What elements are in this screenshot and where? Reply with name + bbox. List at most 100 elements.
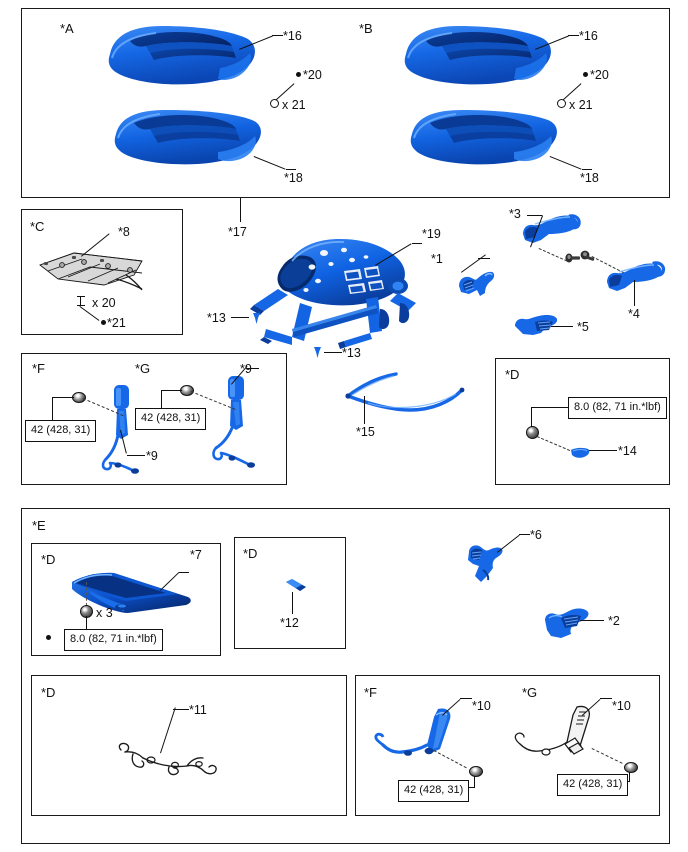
- callout-e-f10: *10: [472, 699, 491, 713]
- qty-a-21: x 21: [282, 98, 306, 112]
- seat-belt-anchor-g-10: [513, 704, 623, 770]
- clip-13-left: [252, 313, 261, 324]
- seat-belt-buckle-g-9: [212, 372, 258, 472]
- seat-cushion-pad-b-18: [404, 108, 564, 166]
- torque-spec-e-g10: 42 (428, 31): [557, 774, 629, 796]
- leader-5-h: [551, 326, 573, 328]
- callout-4: *4: [628, 307, 640, 321]
- panel-tag-e-d1: *D: [41, 552, 56, 567]
- leader-13-left: [231, 317, 249, 319]
- torque-spec-e-f10: 42 (428, 31): [398, 780, 470, 802]
- assembly-dash-3-4: [538, 248, 568, 262]
- panel-tag-c: *C: [30, 219, 45, 234]
- seat-cushion-cover-a-16: [100, 24, 260, 86]
- clip-glyph-c: [75, 296, 87, 306]
- bolt-3-4-left: [565, 252, 581, 264]
- recliner-handle-4: [605, 260, 667, 294]
- panel-tag-b: *B: [359, 21, 373, 36]
- panel-tag-a: *A: [60, 21, 74, 36]
- callout-b-20: *20: [590, 68, 609, 82]
- callout-a-18: *18: [284, 171, 303, 185]
- bolt-d-14: [526, 426, 539, 439]
- leader-17-v: [240, 198, 242, 222]
- panel-tag-e-d2: *D: [243, 546, 258, 561]
- callout-e-7: *7: [190, 548, 202, 562]
- qty-c-20: x 20: [92, 296, 116, 310]
- panel-tag-e-d3: *D: [41, 685, 56, 700]
- bracket-6: [465, 540, 505, 584]
- leader-b-18-h: [582, 169, 592, 171]
- callout-e-11: *11: [189, 703, 207, 717]
- screw-ring-a-21: [270, 99, 279, 108]
- seat-heater-mat-8: [38, 245, 150, 293]
- panel-tag-f-upper: *F: [32, 361, 45, 376]
- panel-tag-e: *E: [32, 518, 46, 533]
- callout-17: *17: [228, 225, 247, 239]
- qty-b-21: x 21: [569, 98, 593, 112]
- seat-adjuster-frame-19: [248, 233, 428, 351]
- callout-a-20: *20: [303, 68, 322, 82]
- torque-g-lead-v: [161, 390, 163, 411]
- panel-tag-g-upper: *G: [135, 361, 151, 376]
- leader-a-16-h: [272, 35, 283, 37]
- bracket-2: [543, 606, 591, 640]
- seat-wire-15: [344, 372, 468, 414]
- screw-ring-b-21: [557, 99, 566, 108]
- leader-4-v: [634, 280, 636, 306]
- callout-g-9: *9: [240, 362, 252, 376]
- bracket-5: [513, 312, 559, 338]
- bracket-1: [455, 268, 497, 300]
- torque-spec-g-9: 42 (428, 31): [135, 408, 207, 430]
- leader-1-h: [478, 258, 490, 260]
- callout-e-2: *2: [608, 614, 620, 628]
- panel-d-right: [495, 358, 670, 485]
- torque-spec-e-7: 8.0 (82, 71 in.*lbf): [64, 629, 163, 651]
- panel-tag-e-f: *F: [364, 685, 377, 700]
- leader-14-h: [589, 450, 617, 452]
- callout-14: *14: [618, 444, 637, 458]
- leader-e-f10-h: [460, 698, 472, 700]
- callout-c-21: *21: [107, 316, 126, 330]
- trim-clip-12: [284, 578, 308, 594]
- torque-eg10-lead-v: [629, 772, 631, 782]
- qty-e-7: x 3: [96, 606, 113, 620]
- seat-belt-anchor-f-10: [374, 707, 486, 769]
- leader-e-12-v: [292, 592, 294, 614]
- torque-d14-lead-h: [531, 407, 569, 409]
- recliner-handle-3: [521, 212, 583, 246]
- leader-e-6-h: [519, 534, 530, 536]
- panel-e-d3: [31, 675, 347, 816]
- leader-a-18-h: [286, 169, 296, 171]
- leader-g-9-h: [247, 368, 259, 370]
- callout-13-left: *13: [207, 311, 226, 325]
- torque-spec-f-9: 42 (428, 31): [25, 420, 97, 442]
- callout-f-9: *9: [146, 449, 158, 463]
- wire-harness-11: [113, 740, 223, 778]
- torque-d14-lead-v: [531, 407, 533, 429]
- leader-3-h: [527, 215, 542, 217]
- seat-cushion-cover-b-16: [396, 24, 556, 86]
- callout-5: *5: [577, 320, 589, 334]
- torque-f-lead-v: [52, 397, 54, 422]
- callout-19: *19: [422, 227, 441, 241]
- seat-shield-cover-7: [70, 565, 196, 617]
- torque-ef10-lead-v: [474, 776, 476, 788]
- leader-13-bottom: [324, 352, 342, 354]
- torque-f-lead-h: [52, 397, 74, 399]
- clip-13-bottom: [313, 347, 322, 358]
- callout-b-18: *18: [580, 171, 599, 185]
- assembly-dash-e-7: [86, 582, 87, 606]
- callout-e-g10: *10: [612, 699, 631, 713]
- callout-1: *1: [431, 252, 443, 266]
- seat-cushion-pad-a-18: [108, 108, 268, 166]
- callout-c-8: *8: [118, 225, 130, 239]
- leader-b-16-h: [568, 35, 579, 37]
- leader-19-h: [412, 243, 422, 245]
- seat-belt-buckle-f-9: [100, 383, 142, 475]
- bolt-dot-e-7: [46, 635, 51, 640]
- callout-e-12: *12: [280, 616, 299, 630]
- leader-e-2-h: [580, 620, 604, 622]
- bolt-3-4-right: [580, 250, 596, 263]
- panel-tag-e-g: *G: [522, 685, 538, 700]
